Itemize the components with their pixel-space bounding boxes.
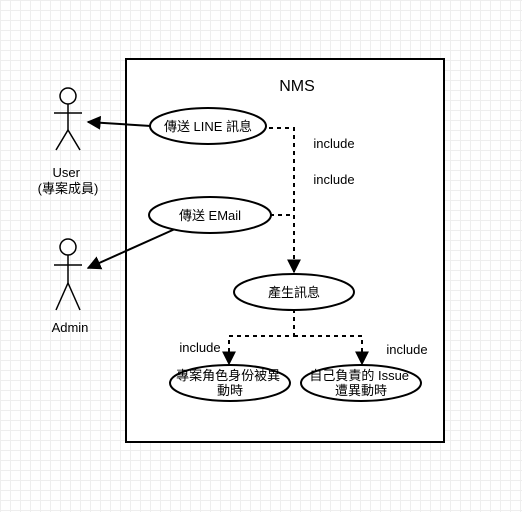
use-case-role-change-line1: 專案角色身份被異 [176,368,280,383]
use-case-generate-message-label: 產生訊息 [268,285,320,300]
actor-user-label: User (專案成員) [38,165,99,196]
use-case-role-change-line2: 動時 [217,383,243,398]
actor-admin-label: Admin [52,320,89,335]
use-case-issue-change[interactable]: 自己負責的 Issue 遭異動時 [300,364,422,402]
use-case-issue-change-line1: 自己負責的 Issue [309,368,409,383]
actor-admin[interactable] [54,238,82,311]
include-label-2: include [313,172,354,187]
use-case-send-line[interactable]: 傳送 LINE 訊息 [149,107,267,145]
use-case-generate-message[interactable]: 產生訊息 [233,273,355,311]
include-label-4: include [386,342,427,357]
association-send-email-to-admin [86,228,176,270]
actor-user-head [59,87,77,105]
use-case-send-line-shape [149,107,267,145]
include-line-role-change [222,309,295,366]
use-case-send-email-label: 傳送 EMail [179,208,241,223]
use-case-issue-change-shape [300,364,422,402]
use-case-role-change-label: 專案角色身份被異 動時 [176,368,284,398]
system-title: NMS [279,78,315,95]
actor-user[interactable] [54,87,82,151]
association-send-line-to-user [86,115,152,130]
actor-admin-head [59,238,77,256]
use-case-role-change-shape [169,364,291,402]
use-case-send-line-label: 傳送 LINE 訊息 [164,119,252,134]
use-case-generate-message-shape [233,273,355,311]
use-case-send-email[interactable]: 傳送 EMail [148,196,272,234]
actor-user-label-line2: (專案成員) [38,181,99,196]
include-line-issue-change [294,335,369,366]
use-case-send-email-shape [148,196,272,234]
use-case-issue-change-line2: 遭異動時 [335,383,387,398]
use-case-role-change[interactable]: 專案角色身份被異 動時 [169,364,291,402]
include-label-3: include [179,340,220,355]
use-case-issue-change-label: 自己負責的 Issue 遭異動時 [309,368,412,398]
include-label-1: include [313,136,354,151]
actor-user-label-line1: User [52,165,80,180]
